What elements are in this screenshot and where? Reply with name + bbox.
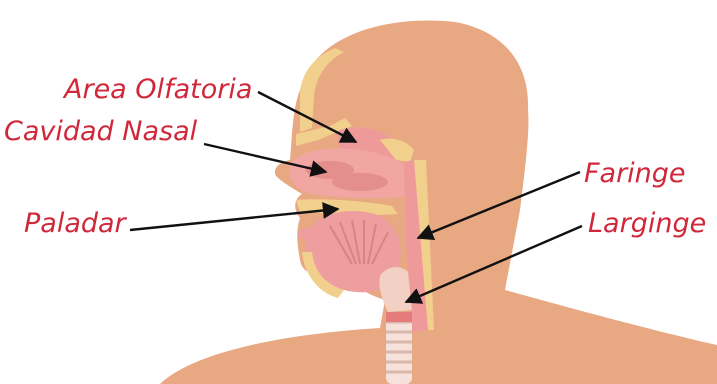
label-larginge: Larginge [588,210,706,237]
label-area-olfatoria: Area Olfatoria [64,76,252,103]
label-cavidad-nasal: Cavidad Nasal [4,118,197,145]
label-faringe: Faringe [584,160,686,187]
nasal-turbinate-lower [332,173,388,191]
label-paladar: Paladar [24,210,126,237]
vocal-fold [386,312,412,322]
